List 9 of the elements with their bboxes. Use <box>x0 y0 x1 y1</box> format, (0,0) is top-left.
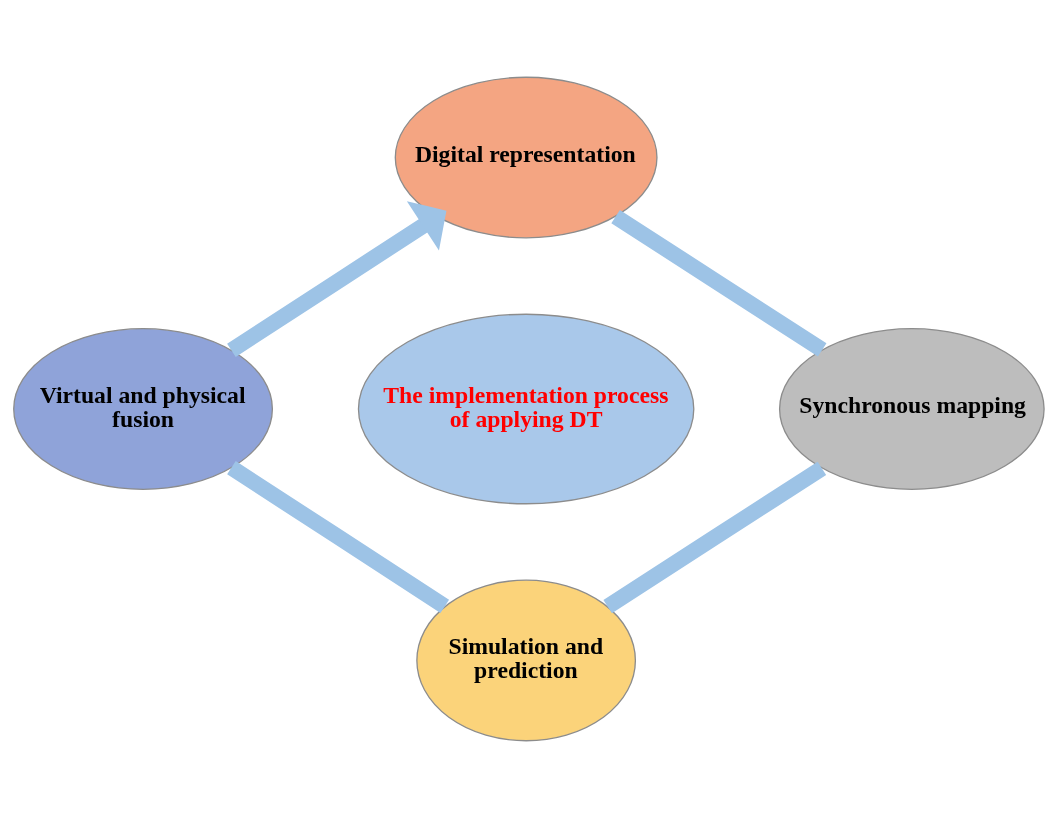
connector <box>603 461 827 613</box>
node-ellipse: Digital representation <box>394 76 658 239</box>
node-ellipse: The implementation process of applying DT <box>357 313 695 504</box>
connector <box>227 460 450 613</box>
node-ellipse: Simulation and prediction <box>416 578 637 741</box>
connector <box>611 209 827 356</box>
arrow <box>227 200 447 357</box>
node-ellipse: Virtual and physical fusion <box>13 327 274 490</box>
node-ellipse: Synchronous mapping <box>778 327 1045 490</box>
